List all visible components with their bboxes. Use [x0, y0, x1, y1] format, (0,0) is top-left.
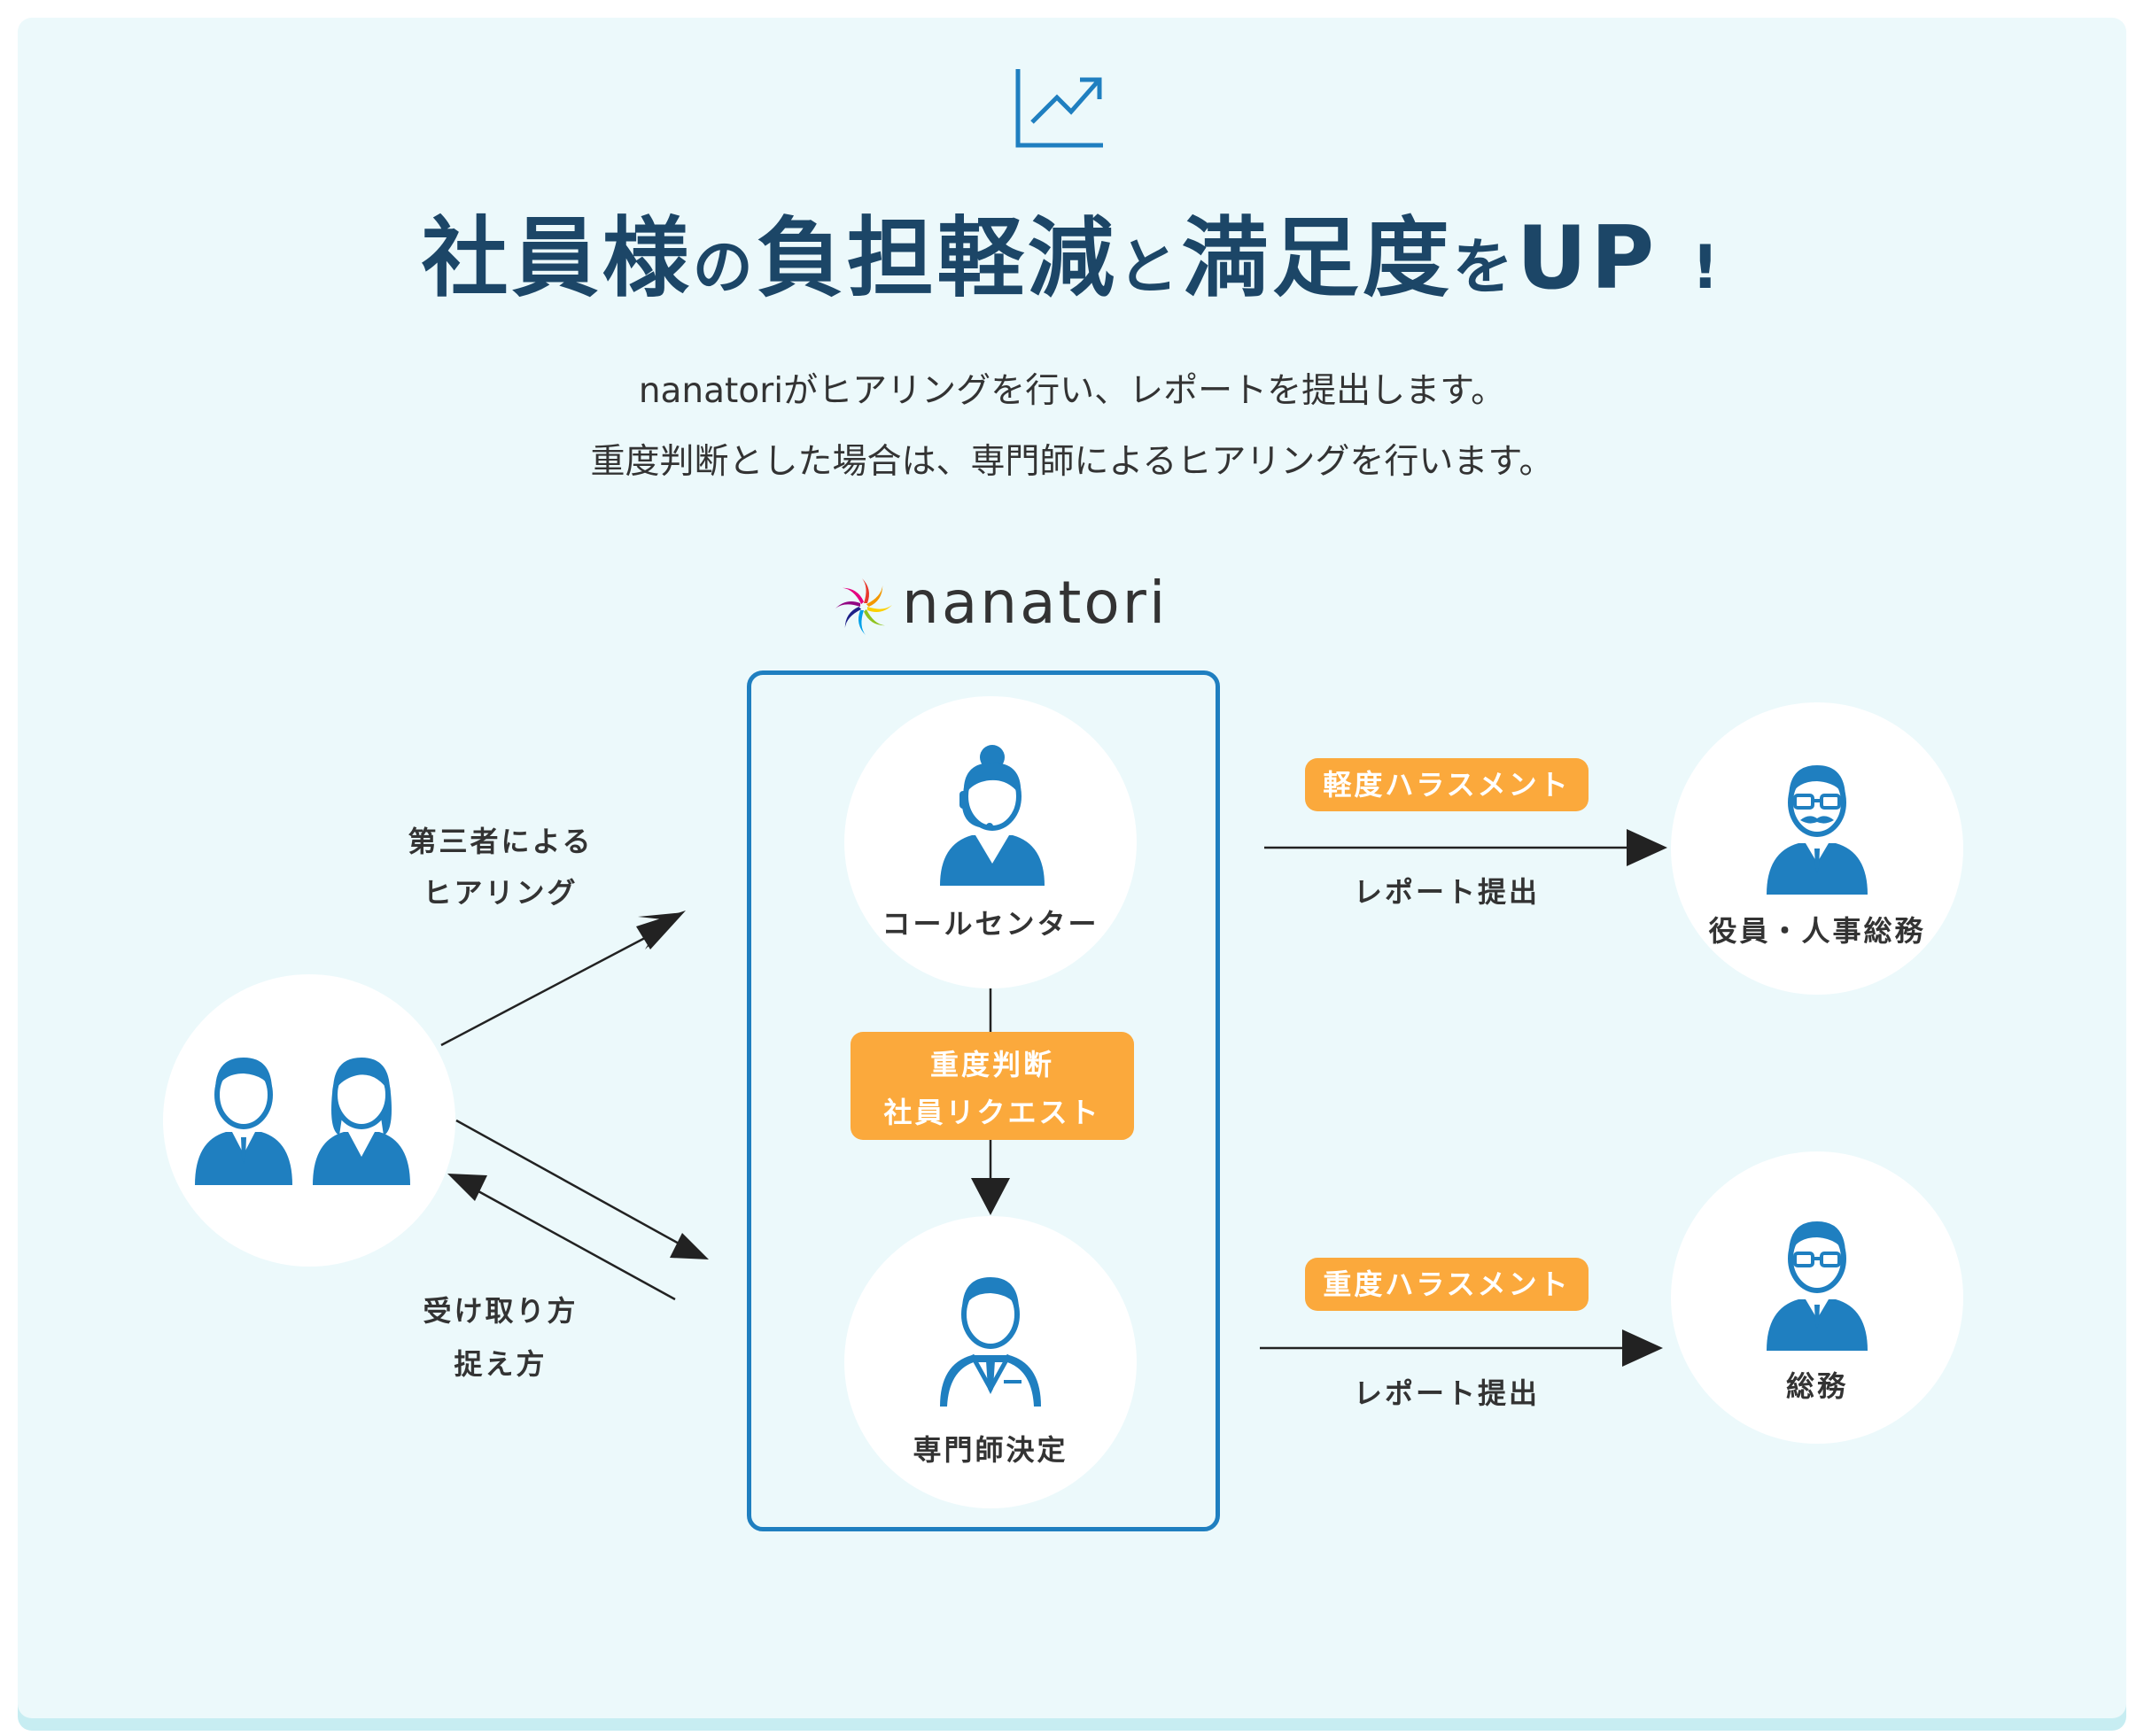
mild-harassment-tag: 軽度ハラスメント — [1305, 758, 1589, 811]
operator-headset-icon — [940, 745, 1045, 886]
reception-label-line2: 捉え方 — [454, 1347, 548, 1381]
bottom-report-label: レポート提出 — [1353, 1376, 1540, 1410]
specialist-label: 専門師決定 — [913, 1433, 1068, 1467]
severe-harassment-tag: 重度ハラスメント — [1305, 1258, 1589, 1311]
male-employee-icon — [195, 1058, 292, 1185]
hearing-label-line1: 第三者による — [408, 825, 594, 858]
trend-up-chart-icon — [1015, 69, 1103, 148]
lead-line-1: nanatoriがヒアリングを行い、レポートを提出します。 — [638, 371, 1506, 411]
female-employee-icon — [313, 1058, 410, 1185]
general-affairs-icon — [1767, 1221, 1868, 1351]
top-report-label: レポート提出 — [1353, 875, 1540, 909]
call-center-label: コールセンター — [882, 907, 1099, 941]
arrow-head-up-right — [636, 911, 686, 949]
executives-label: 役員・人事総務 — [1708, 914, 1926, 948]
page-title: 社員様の負担軽減と満足度をUP ! — [421, 208, 1723, 309]
lead-line-2: 重度判断とした場合は、専門師によるヒアリングを行います。 — [590, 442, 1554, 482]
arrow-head-right-top — [1627, 829, 1667, 866]
escalation-tag: 重度判断 社員リクエスト — [851, 1032, 1134, 1140]
employees-circle — [163, 974, 455, 1267]
reception-label-line1: 受け取り方 — [423, 1294, 579, 1328]
executive-mustache-icon — [1767, 765, 1868, 895]
arrow-head-right-bottom — [1622, 1329, 1663, 1367]
logo-text: nanatori — [902, 569, 1169, 637]
hearing-label-line2: ヒアリング — [423, 876, 579, 910]
general-affairs-circle — [1671, 1151, 1963, 1444]
arrow-head-down — [971, 1178, 1010, 1215]
nanatori-process-frame — [747, 670, 1220, 1531]
nanatori-logo-icon — [835, 578, 892, 635]
arrow-head-down-right — [670, 1233, 709, 1259]
specialist-icon — [940, 1277, 1041, 1407]
general-affairs-label: 総務 — [1785, 1369, 1848, 1403]
arrow-head-left — [447, 1174, 487, 1201]
